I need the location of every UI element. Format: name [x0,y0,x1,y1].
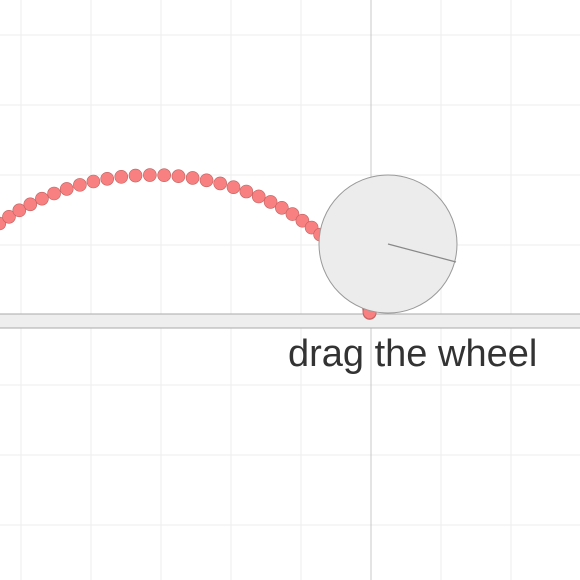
wheel[interactable] [318,174,458,314]
trace-dot [295,213,310,228]
trace-dot [100,172,115,186]
trace-dot [185,171,200,185]
trace-dot [143,168,157,182]
trace-dot [59,182,74,196]
trace-dot [226,180,241,194]
trace-dot [275,200,289,215]
trace-dot [239,184,254,199]
trace-dot [12,203,27,218]
trace-dot [213,176,227,191]
trace-dot [114,170,129,184]
trace-dot [157,168,171,183]
ground-track [0,313,580,329]
wheel-spoke [387,243,457,263]
trace-dot [86,174,101,189]
trace-dot [263,195,278,209]
trace-dot [251,189,266,204]
trace-dot [73,178,87,192]
drag-instruction-text: drag the wheel [288,333,538,375]
trace-dot [23,197,38,212]
trace-dot [171,169,186,183]
trace-dot [35,191,49,206]
trace-dot [199,173,214,188]
trace-dot [285,207,300,221]
trace-dot [128,168,143,183]
trace-dot [2,210,16,224]
trace-dot [47,186,61,201]
